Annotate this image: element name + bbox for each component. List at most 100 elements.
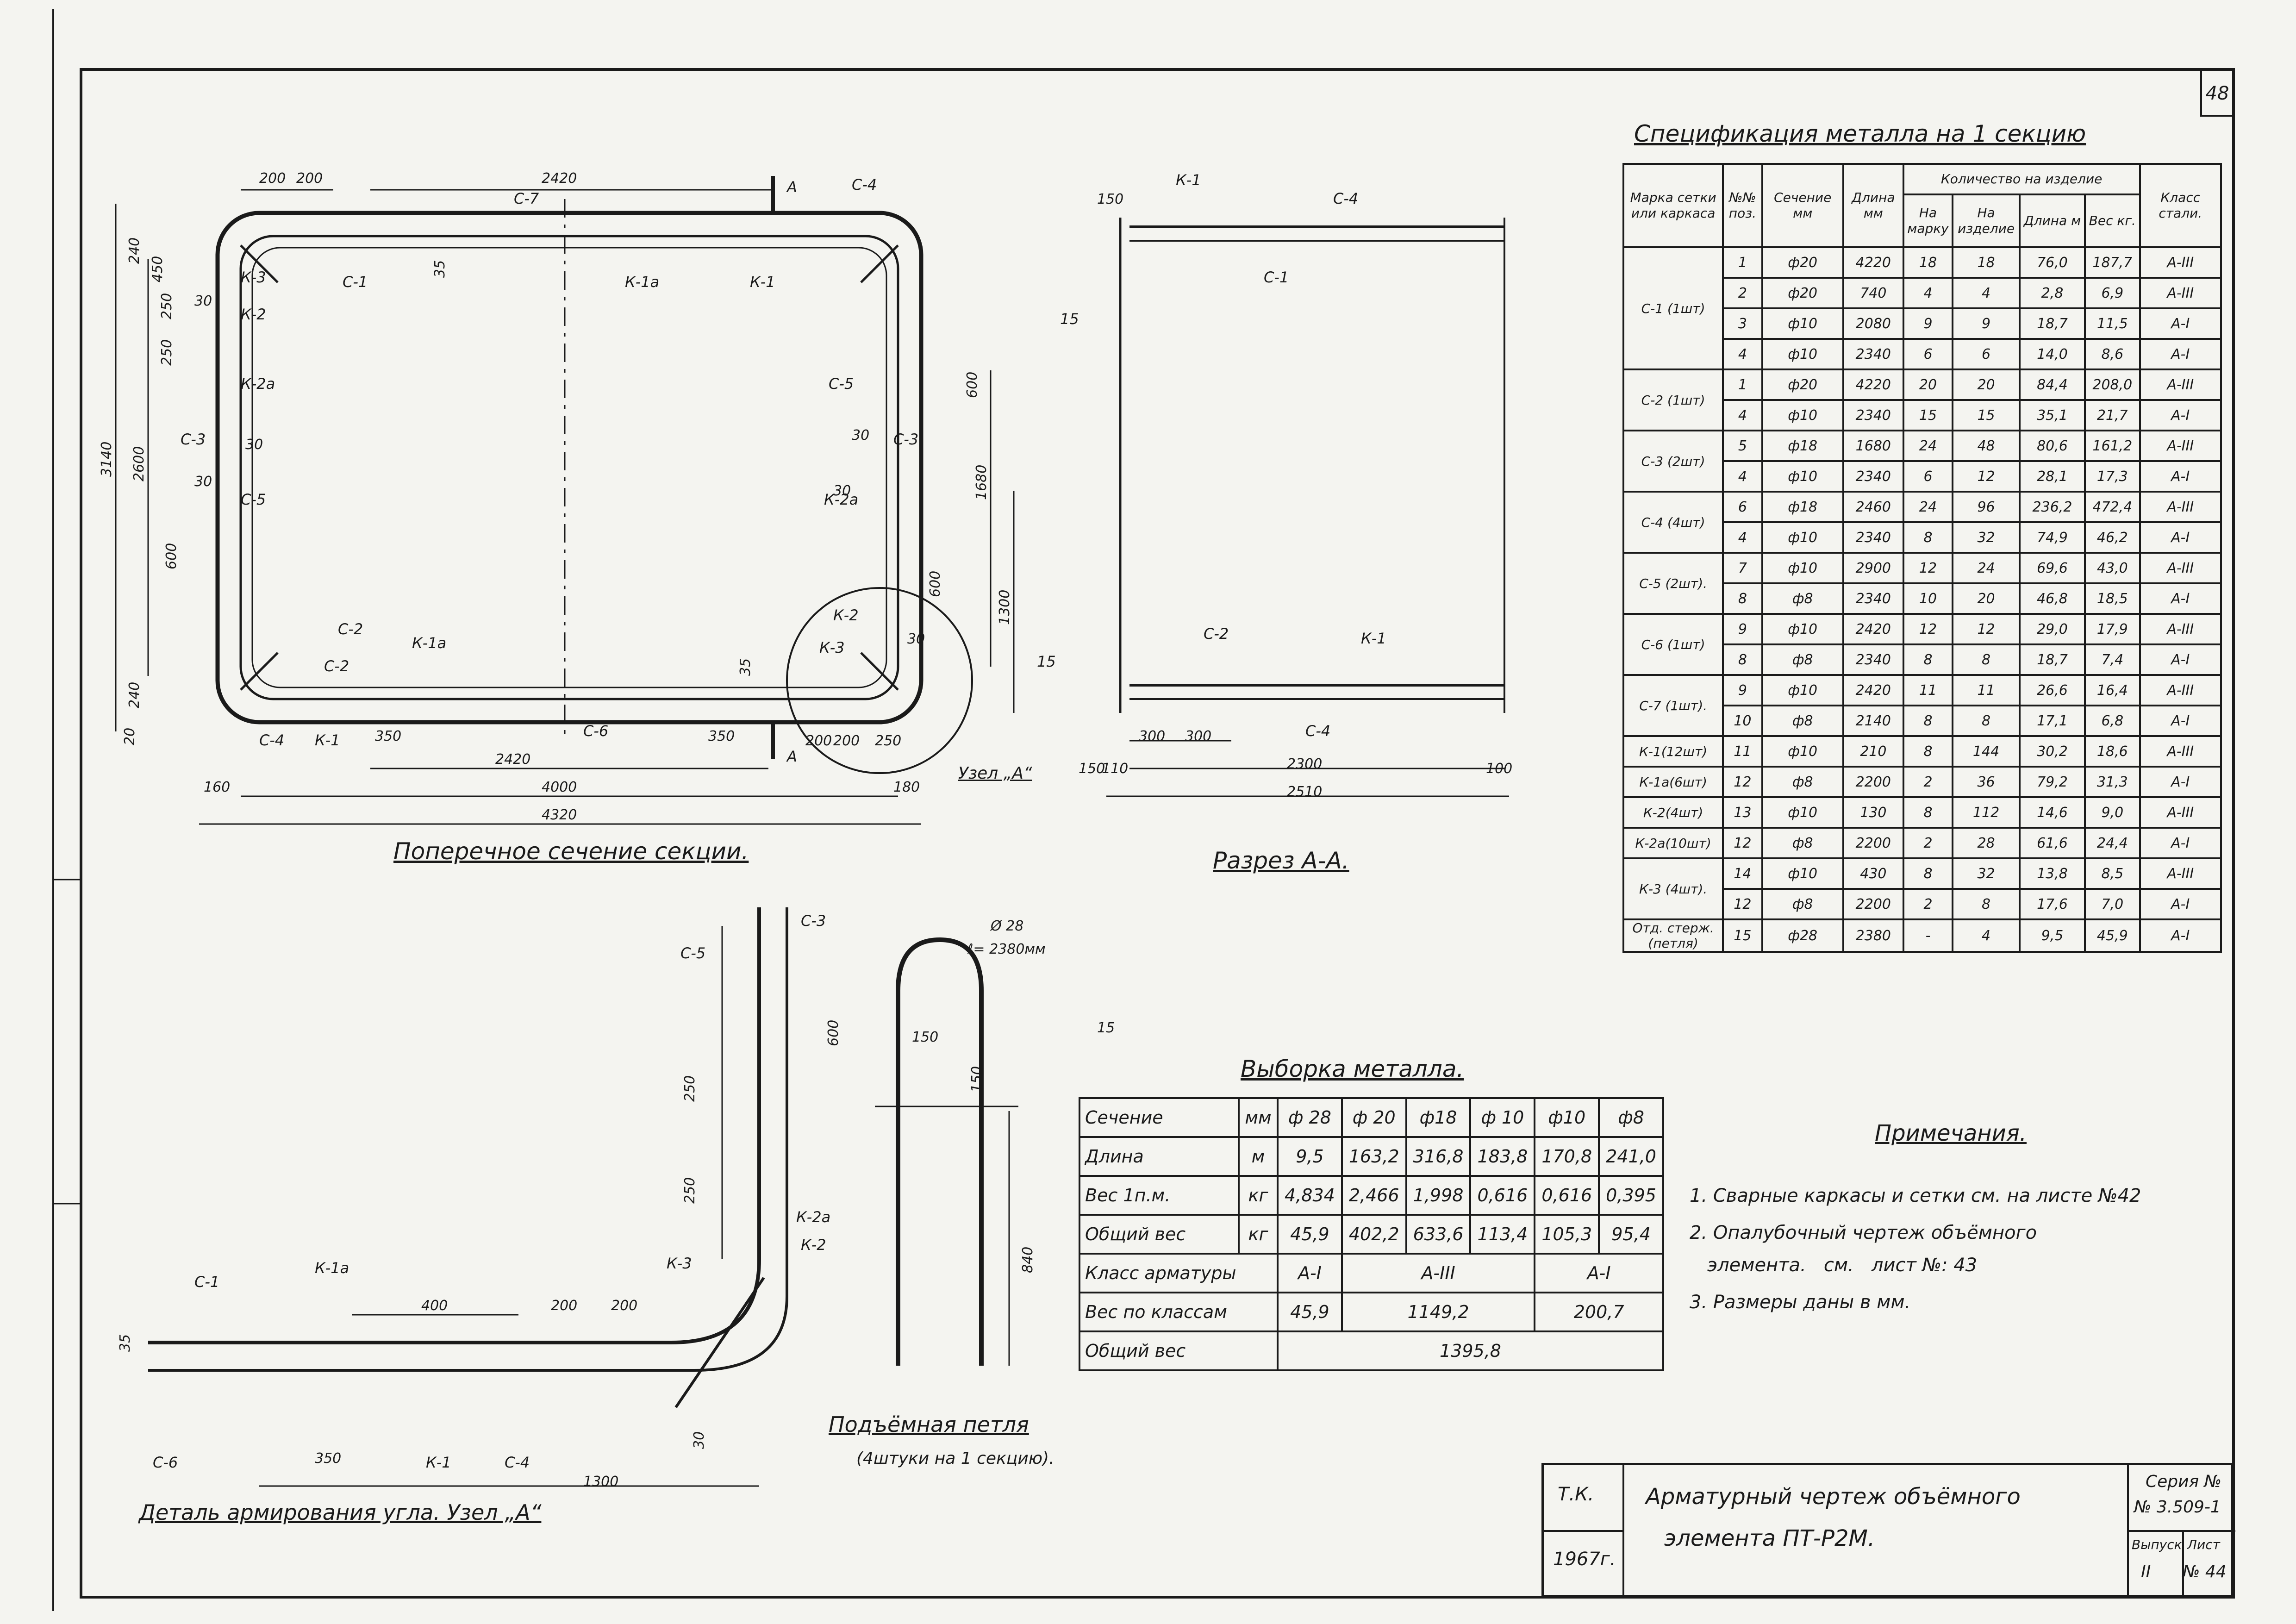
sel-class-a1b: А-I [1534, 1253, 1664, 1293]
loop-position-label: 15 [1097, 1020, 1115, 1036]
spec-cell: 31,3 [2084, 766, 2141, 798]
rebar-label: С-4 [852, 176, 877, 194]
spec-h-per-item: На изделие [1952, 194, 2021, 248]
spec-cell: 740 [1842, 277, 1904, 309]
spec-cell: 8 [1902, 735, 1954, 768]
spec-cell: 10 [1722, 705, 1763, 737]
sel-unit: мм [1238, 1097, 1279, 1138]
spec-cell: 4 [1952, 277, 2021, 309]
spec-cell: 8,5 [2084, 857, 2141, 890]
rebar-label: К-1 [1361, 630, 1386, 647]
spec-cell: 3 [1722, 307, 1763, 340]
spec-cell: ф10 [1761, 307, 1844, 340]
spec-cell: 18 [1952, 246, 2021, 279]
spec-cell: 18,7 [2018, 307, 2086, 340]
rebar-label: С-1 [1264, 269, 1289, 286]
spec-cell: 29,0 [2018, 613, 2086, 645]
spec-cell: 2 [1902, 766, 1954, 798]
spec-cell: А-III [2139, 857, 2222, 890]
spec-cell: 2,8 [2018, 277, 2086, 309]
rebar-label: К-2 [241, 306, 266, 323]
title-cross-section: Поперечное сечение секции. [393, 838, 749, 865]
sel-length: 183,8 [1469, 1136, 1536, 1177]
dimension-label: 4000 [542, 779, 577, 795]
spec-cell: 79,2 [2018, 766, 2086, 798]
dimension-label: 200 [611, 1298, 637, 1314]
dimension-label: 150 [969, 1066, 985, 1093]
spec-cell: 4 [1952, 918, 2021, 953]
spec-mark-cell: С-1 (1шт) [1622, 246, 1724, 370]
stamp-series-no: № 3.509-1 [2134, 1498, 2221, 1517]
spec-cell: ф8 [1761, 766, 1844, 798]
dimension-label: 4320 [542, 807, 577, 823]
spec-cell: 6 [1722, 491, 1763, 523]
rebar-label: С-4 [1305, 722, 1330, 740]
sel-w1: 1,998 [1405, 1175, 1472, 1216]
spec-cell: 2460 [1842, 491, 1904, 523]
spec-cell: ф18 [1761, 491, 1844, 523]
dimension-label: 450 [150, 256, 166, 282]
spec-cell: 32 [1952, 521, 2021, 554]
spec-cell: 2340 [1842, 399, 1904, 431]
rebar-label: К-1 [1176, 171, 1201, 189]
rebar-label: А [786, 178, 797, 196]
spec-cell: 4 [1722, 338, 1763, 370]
spec-cell: 130 [1842, 796, 1904, 829]
note-item: 1. Сварные каркасы и сетки см. на листе … [1690, 1185, 2141, 1206]
spec-cell: 4220 [1842, 246, 1904, 279]
sel-diam: ф10 [1534, 1097, 1600, 1138]
spec-cell: 12 [1722, 827, 1763, 859]
spec-cell: 15 [1902, 399, 1954, 431]
dimension-label: 1300 [583, 1474, 618, 1490]
spec-cell: 17,3 [2084, 460, 2141, 493]
rebar-label: С-5 [241, 491, 266, 508]
spec-cell: ф10 [1761, 460, 1844, 493]
dimension-label: 150 [912, 1029, 938, 1045]
sel-byclass: 200,7 [1534, 1292, 1664, 1332]
spec-cell: 17,6 [2018, 888, 2086, 920]
spec-cell: 8 [1902, 521, 1954, 554]
spec-cell: 2140 [1842, 705, 1904, 737]
spec-h-mark: Марка сетки или каркаса [1622, 163, 1724, 248]
sel-total-unit: кг [1238, 1214, 1279, 1255]
spec-cell: 15 [1722, 918, 1763, 953]
spec-cell: 236,2 [2018, 491, 2086, 523]
spec-cell: ф8 [1761, 582, 1844, 615]
spec-cell: 9 [1722, 674, 1763, 706]
spec-cell: 48 [1952, 430, 2021, 462]
title-block: Т.К. 1967г. Арматурный чертеж объёмного … [1541, 1463, 2235, 1597]
spec-cell: 96 [1952, 491, 2021, 523]
spec-cell: 18 [1902, 246, 1954, 279]
spec-cell: 24,4 [2084, 827, 2141, 859]
rebar-label: 15 [1037, 653, 1056, 670]
spec-cell: 12 [1722, 766, 1763, 798]
spec-cell: 12 [1902, 552, 1954, 584]
rebar-label: С-7 [514, 190, 539, 207]
spec-cell: А-III [2139, 552, 2222, 584]
spec-cell: 1680 [1842, 430, 1904, 462]
spec-cell: 36 [1952, 766, 2021, 798]
sel-length: 241,0 [1598, 1136, 1664, 1177]
spec-cell: 7,4 [2084, 643, 2141, 676]
dimension-label: 30 [907, 631, 925, 647]
spec-cell: 161,2 [2084, 430, 2141, 462]
spec-cell: 2420 [1842, 674, 1904, 706]
spec-cell: 2380 [1842, 918, 1904, 953]
spec-cell: 8 [1722, 643, 1763, 676]
sel-grand-label: Общий вес [1079, 1330, 1279, 1371]
stamp-year: 1967г. [1553, 1549, 1616, 1570]
spec-cell: 1 [1722, 246, 1763, 279]
spec-cell: 45,9 [2084, 918, 2141, 953]
rebar-label: С-4 [1333, 190, 1358, 207]
stamp-series-label: Серия № [2146, 1472, 2222, 1491]
detail-corner-bend-2 [694, 1296, 788, 1372]
spec-cell: 8 [1902, 796, 1954, 829]
sel-w1: 4,834 [1277, 1175, 1343, 1216]
spec-mark-cell: С-4 (4шт) [1622, 491, 1724, 554]
sel-byclass-label: Вес по классам [1079, 1292, 1279, 1332]
